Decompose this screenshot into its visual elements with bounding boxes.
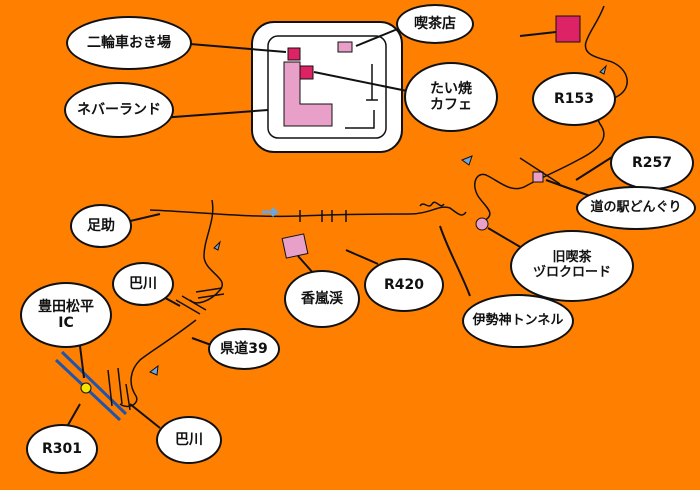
leader-michinoeki [545, 179, 591, 197]
leader-neverland [159, 109, 269, 119]
taiyaki-pin-icon [299, 65, 314, 80]
label-text: カフェ [430, 97, 472, 113]
tomoegawa-bridge-top [175, 287, 225, 315]
parking-lot-outline [251, 21, 403, 153]
leader-isegami [439, 225, 471, 297]
leader-r420 [345, 249, 379, 265]
leader-asuke [125, 213, 161, 223]
label-text: 県道39 [220, 340, 268, 357]
direction-arrow-icon [460, 155, 473, 166]
label-text: 足助 [87, 217, 115, 234]
label-text: 巴川 [175, 431, 203, 448]
label-neverland: ネバーランド [64, 82, 174, 138]
label-tomoegawa-bottom: 巴川 [156, 416, 222, 464]
label-r420: R420 [364, 258, 444, 312]
route-kendou39 [189, 199, 223, 304]
direction-arrow-icon [149, 364, 159, 376]
parking-pin-icon [287, 47, 301, 61]
label-r153: R153 [532, 72, 616, 126]
leader-toyota [79, 345, 85, 379]
label-text: 喫茶店 [414, 15, 456, 32]
label-r301: R301 [26, 424, 98, 474]
direction-arrow-icon [599, 64, 607, 75]
interchange-pin-icon [80, 382, 92, 394]
label-taiyaki-cafe: たい焼カフェ [404, 62, 498, 132]
label-kissaten: 喫茶店 [396, 4, 474, 44]
label-text: R257 [631, 154, 672, 171]
leader-taiyaki [313, 71, 413, 93]
cafe-pin-icon [337, 41, 353, 53]
label-text: R420 [383, 276, 424, 293]
route-lower [119, 319, 197, 408]
direction-arrow-icon [213, 240, 221, 251]
route-r420 [149, 206, 467, 218]
kourankei-pin-icon [281, 233, 309, 259]
label-tomoegawa-top: 巴川 [112, 262, 174, 306]
label-text: 豊田松平 [38, 298, 94, 315]
label-isegami-tunnel: 伊勢神トンネル [462, 294, 574, 348]
label-kourankei: 香嵐渓 [284, 270, 360, 328]
label-text: 二輪車おき場 [87, 34, 171, 51]
label-text: 伊勢神トンネル [472, 312, 564, 328]
destination-pin-icon [555, 15, 581, 43]
label-text: R153 [553, 90, 594, 107]
label-text: ネバーランド [77, 101, 161, 118]
leader-tomoegawa-bottom [129, 403, 161, 429]
roadside-station-pin-icon [532, 171, 544, 183]
label-kyuu-kissa: 旧喫茶ヅロクロード [510, 230, 634, 302]
label-nirinsha: 二輪車おき場 [66, 16, 192, 70]
direction-arrow-icon [262, 206, 280, 218]
leader-nirinsha [189, 43, 287, 53]
old-cafe-pin-icon [475, 217, 489, 231]
label-text: IC [58, 315, 74, 331]
label-text: 香嵐渓 [301, 290, 343, 307]
neverland-building [283, 61, 333, 127]
tunnel-squiggle [419, 201, 445, 207]
label-kendou39: 県道39 [208, 328, 280, 370]
label-text: たい焼 [430, 80, 472, 97]
label-text: 道の駅どんぐり [590, 199, 682, 215]
label-asuke: 足助 [70, 204, 132, 248]
label-text: 巴川 [129, 275, 157, 292]
r257-crossing [519, 157, 561, 185]
tomoegawa-bridge-bottom [107, 367, 131, 411]
leader-destination [519, 31, 557, 37]
tunnel-marks [299, 210, 347, 222]
lot-lane [345, 64, 378, 129]
label-text: 旧喫茶 [552, 250, 592, 266]
leader-kissaten [355, 27, 401, 47]
leader-kyuu-kissa [487, 227, 523, 249]
label-text: R301 [41, 440, 82, 457]
label-text: ヅロクロード [532, 265, 611, 280]
route-r153 [474, 5, 628, 223]
label-r257: R257 [610, 136, 694, 190]
label-michinoeki: 道の駅どんぐり [576, 186, 696, 230]
